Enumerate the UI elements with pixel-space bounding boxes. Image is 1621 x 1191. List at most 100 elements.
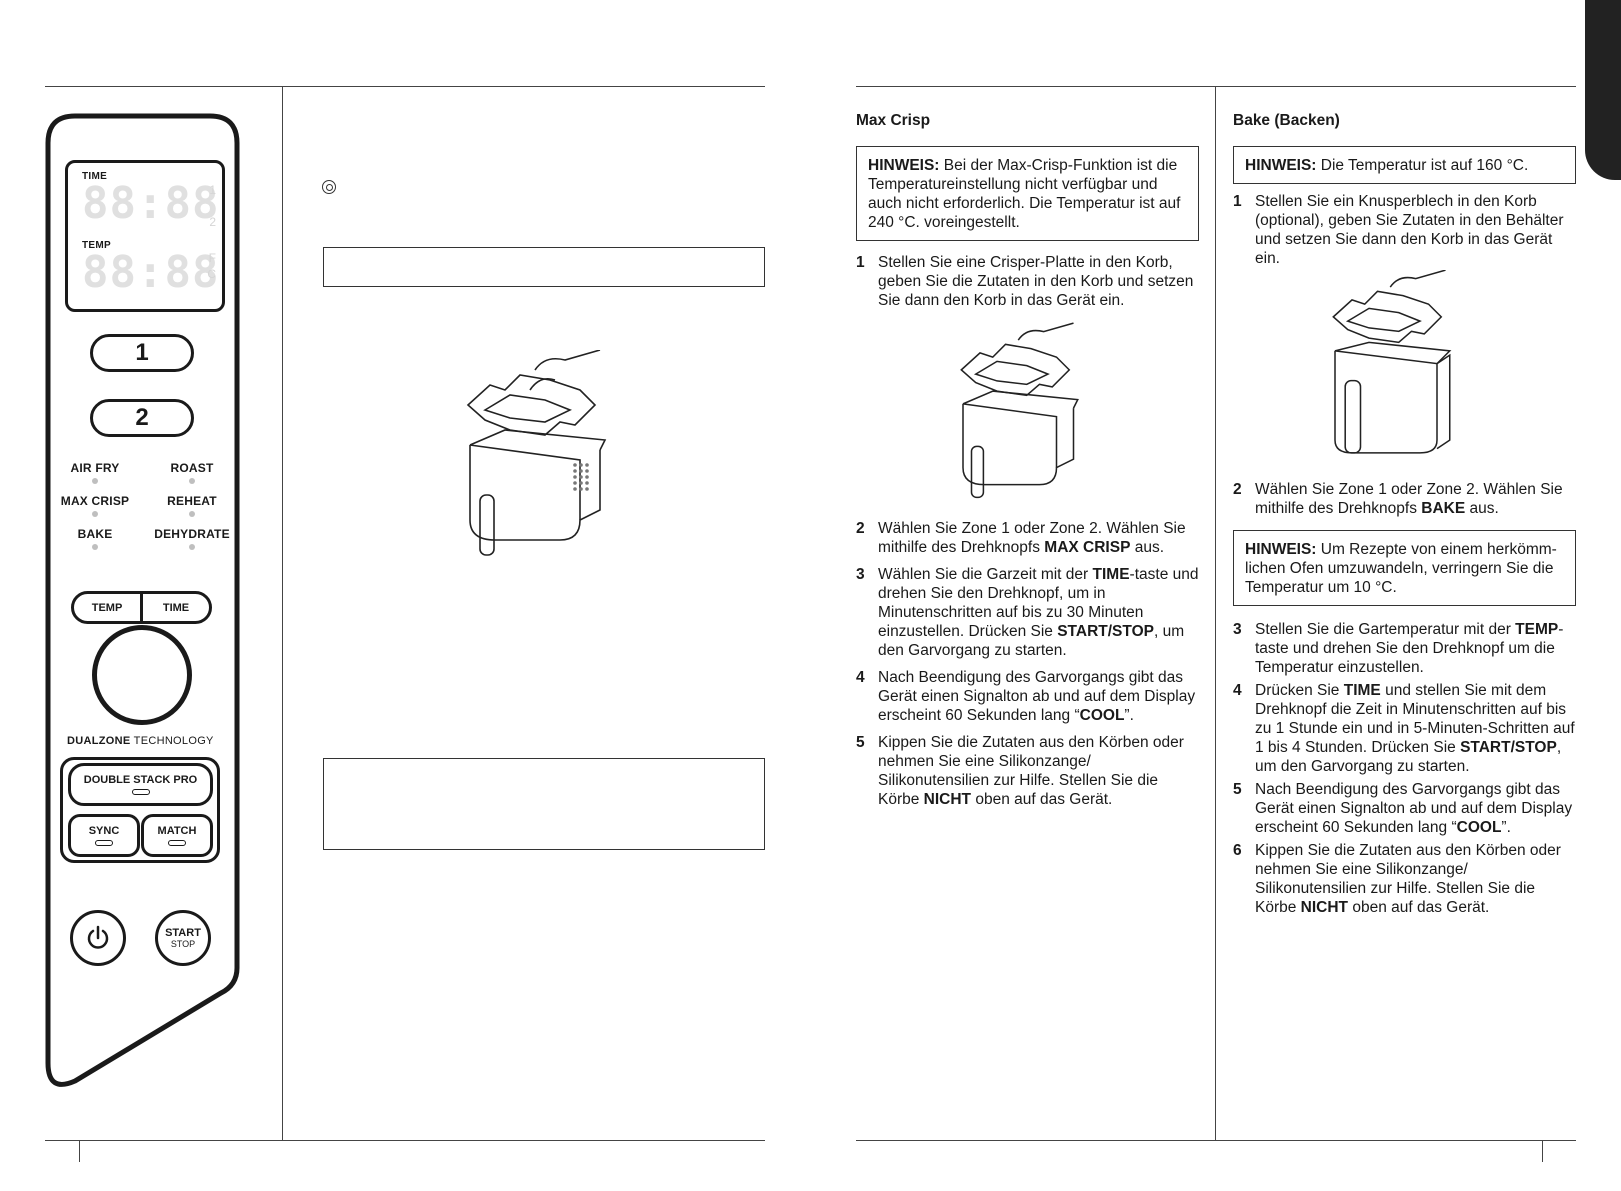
- crisper-plate-illustration-bake: [1332, 270, 1452, 454]
- max-crisp-heading: Max Crisp: [856, 112, 931, 129]
- double-stack-pro-button[interactable]: DOUBLE STACK PRO: [68, 763, 213, 806]
- bake-label[interactable]: BAKE: [77, 527, 113, 541]
- dehydrate-indicator: [189, 544, 195, 550]
- section-tab: [1585, 0, 1621, 180]
- temp-button[interactable]: TEMP: [91, 601, 123, 614]
- technology-word: TECHNOLOGY: [130, 735, 214, 747]
- step-number: 6: [1233, 842, 1242, 859]
- roast-label[interactable]: ROAST: [170, 461, 214, 475]
- bake-step-3-b: TEMP: [1515, 621, 1559, 638]
- dualzone-brand: DUALZONE: [67, 735, 131, 747]
- time-side-1: 1: [209, 183, 216, 197]
- bake-step-2-a: Wählen Sie Zone 1 oder Zone 2. Wählen Si…: [1255, 481, 1563, 517]
- control-panel: TIME 88:88 1 2 TEMP 88:88 F C 1 2 AIR FR…: [45, 113, 240, 1088]
- max-crisp-note: HINWEIS: Bei der Max-Crisp-Funktion ist …: [856, 146, 1199, 241]
- match-label: MATCH: [157, 825, 197, 837]
- bake-heading: Bake (Backen): [1233, 112, 1340, 129]
- bake-step-4-e: , um den Garvorgang zu starten.: [1255, 739, 1562, 775]
- max-crisp-step-2-a: Wählen Sie Zone 1 oder Zone 2. Wählen Si…: [878, 520, 1186, 556]
- max-crisp-label[interactable]: MAX CRISP: [60, 494, 130, 508]
- step-number: 5: [856, 734, 865, 751]
- temp-time-divider: [140, 594, 143, 621]
- bake-step-3: 3 Stellen Sie die Gartemperatur mit der T…: [1233, 620, 1576, 677]
- bake-step-3-a: Stellen Sie die Gartemperatur mit der: [1255, 621, 1516, 638]
- bottom-rule-right: [856, 1140, 1576, 1141]
- page-tick-left: [79, 1140, 80, 1162]
- temp-digits: 88:88: [82, 247, 220, 298]
- bake-step-2-b: BAKE: [1421, 500, 1466, 517]
- max-crisp-step-5: 5 Kippen Sie die Zutaten aus den Körben o…: [856, 733, 1199, 809]
- double-stack-indicator: [131, 789, 150, 795]
- zone-2-button[interactable]: 2: [90, 399, 194, 437]
- bake-step-5-b: COOL: [1456, 819, 1502, 836]
- bake-note-2-label: HINWEIS:: [1245, 541, 1317, 558]
- time-button[interactable]: TIME: [162, 601, 190, 614]
- time-digits: 88:88: [82, 178, 220, 229]
- column-divider-left: [282, 86, 283, 1140]
- zone-1-button[interactable]: 1: [90, 334, 194, 372]
- max-crisp-step-4-b: COOL: [1079, 707, 1125, 724]
- dehydrate-label[interactable]: DEHYDRATE: [154, 527, 230, 541]
- max-crisp-section: Max Crisp HINWEIS: Bei der Max-Crisp-Fun…: [856, 111, 1199, 809]
- air-fry-label[interactable]: AIR FRY: [70, 461, 120, 475]
- crisper-plate-illustration-max-crisp: [960, 322, 1079, 499]
- bake-step-6-b: NICHT: [1300, 899, 1349, 916]
- bake-step-4-c: und stellen Sie mit dem Drehknopf die Ze…: [1255, 682, 1575, 756]
- match-button[interactable]: MATCH: [141, 814, 213, 857]
- bake-section: Bake (Backen) HINWEIS: Die Temperatur is…: [1233, 111, 1576, 917]
- power-button[interactable]: [70, 910, 126, 966]
- air-fry-indicator: [92, 478, 98, 484]
- sync-button[interactable]: SYNC: [68, 814, 140, 857]
- bake-note-2-text: Um Rezepte von einem herkömm-lichen Ofen…: [1245, 541, 1557, 596]
- bake-step-5-c: ”.: [1501, 819, 1511, 836]
- bake-step-5-a: Nach Beendigung des Garvorgangs gibt das…: [1255, 781, 1573, 836]
- double-stack-pro-label: DOUBLE STACK PRO: [83, 774, 198, 786]
- bake-step-1-text: Stellen Sie ein Knusperblech in den Korb…: [1255, 193, 1564, 267]
- stop-label: STOP: [170, 938, 196, 949]
- temp-display-label: TEMP: [82, 240, 111, 251]
- start-stop-button[interactable]: START STOP: [155, 910, 211, 966]
- empty-note-box-top: [323, 247, 765, 287]
- max-crisp-step-2: 2 Wählen Sie Zone 1 oder Zone 2. Wählen S…: [856, 519, 1199, 557]
- max-crisp-step-5-a: Kippen Sie die Zutaten aus den Körben od…: [878, 734, 1184, 808]
- bake-step-5: 5 Nach Beendigung des Garvorgangs gibt da…: [1233, 780, 1576, 837]
- bake-step-4-d: START/STOP: [1460, 739, 1557, 756]
- control-dial[interactable]: [92, 625, 192, 725]
- dual-button-group: [60, 757, 220, 863]
- step-number: 1: [856, 254, 865, 271]
- bake-step-2-c: aus.: [1465, 500, 1499, 517]
- max-crisp-step-3-b: TIME: [1092, 566, 1130, 583]
- bake-step-4-a: Drücken Sie: [1255, 682, 1344, 699]
- reheat-indicator: [189, 511, 195, 517]
- max-crisp-step-4-a: Nach Beendigung des Garvorgangs gibt das…: [878, 669, 1196, 724]
- max-crisp-note-text: Bei der Max-Crisp-Funktion ist die Tempe…: [868, 157, 1181, 231]
- bake-step-6-a: Kippen Sie die Zutaten aus den Körben od…: [1255, 842, 1561, 916]
- bake-note-temperature: HINWEIS: Die Temperatur ist auf 160 °C.: [1233, 146, 1576, 184]
- max-crisp-indicator: [92, 511, 98, 517]
- top-rule-left: [45, 86, 765, 87]
- control-panel-outline: [45, 113, 240, 1087]
- step-number: 3: [1233, 621, 1242, 638]
- max-crisp-step-4-c: ”.: [1124, 707, 1134, 724]
- step-number: 2: [1233, 481, 1242, 498]
- step-number: 2: [856, 520, 865, 537]
- empty-note-box-bottom: [323, 758, 765, 850]
- time-side-2: 2: [209, 215, 216, 229]
- bake-step-6: 6 Kippen Sie die Zutaten aus den Körben o…: [1233, 841, 1576, 917]
- bake-step-6-c: oben auf das Gerät.: [1348, 899, 1490, 916]
- bake-step-3-c: -taste und drehen Sie den Drehknopf um d…: [1255, 621, 1564, 676]
- bake-note-1-label: HINWEIS:: [1245, 157, 1317, 174]
- lcd-display: TIME 88:88 1 2 TEMP 88:88 F C: [65, 160, 225, 312]
- reheat-label[interactable]: REHEAT: [167, 494, 217, 508]
- bottom-rule-left: [45, 1140, 765, 1141]
- max-crisp-step-2-b: MAX CRISP: [1044, 539, 1131, 556]
- bake-indicator: [92, 544, 98, 550]
- step-number: 5: [1233, 781, 1242, 798]
- bake-note-conversion: HINWEIS: Um Rezepte von einem herkömm-li…: [1233, 530, 1576, 606]
- max-crisp-step-1-text: Stellen Sie eine Crisper-Platte in den K…: [878, 254, 1194, 309]
- step-number: 3: [856, 566, 865, 583]
